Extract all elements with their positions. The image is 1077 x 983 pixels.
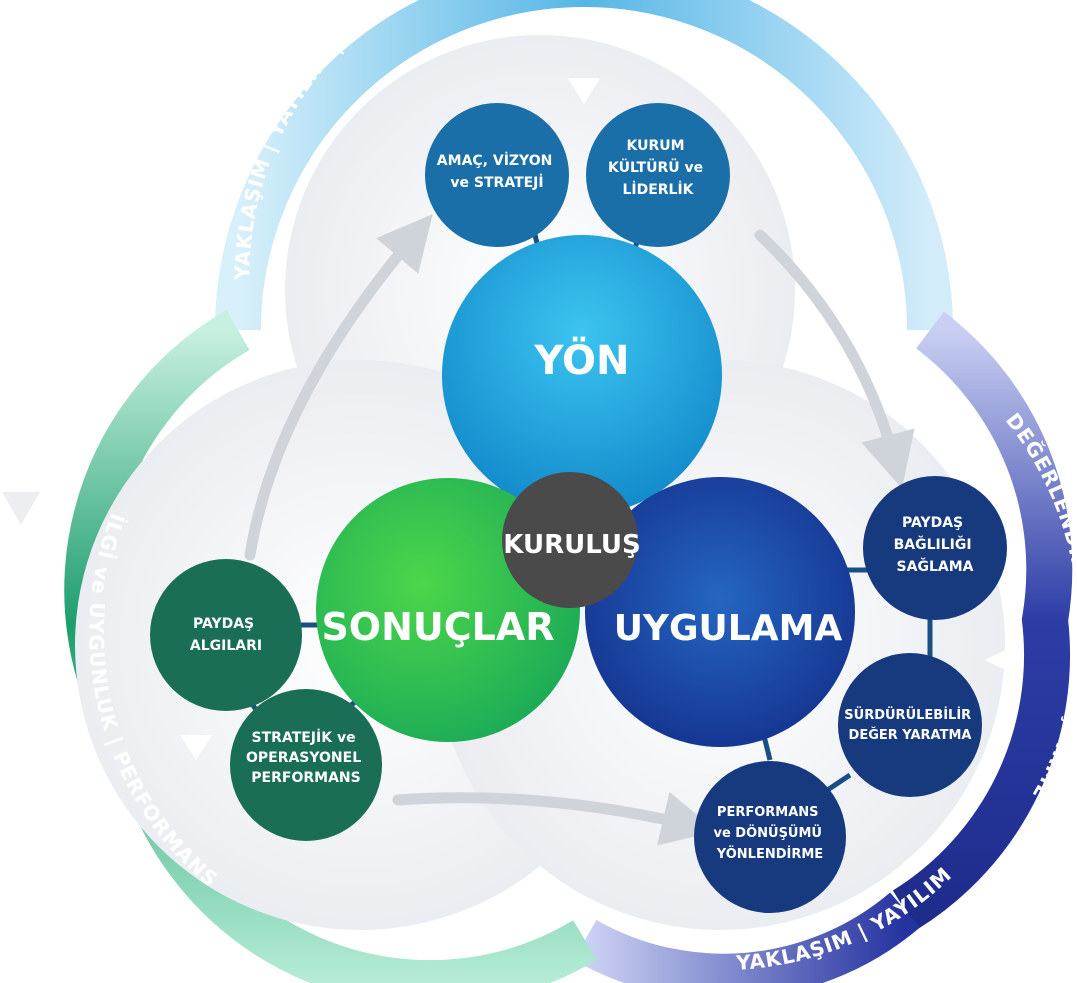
- node-kurum-line-3: LİDERLİK: [622, 181, 694, 198]
- arrow-left-up: [244, 214, 433, 561]
- node-kurum: [586, 103, 730, 247]
- node-stratejik-line-1: STRATEJİK ve: [252, 729, 356, 746]
- node-paydas-algilari-line-2: ALGILARI: [190, 638, 262, 654]
- main-circles: [316, 235, 855, 747]
- node-paydas-bagliligi-line-3: SAĞLAMA: [897, 557, 974, 575]
- triangle-marker-right: [985, 645, 1015, 675]
- node-surdurulebilir-line-2: DEĞER YARATMA: [849, 727, 972, 743]
- uygulama-nodes: [694, 476, 1007, 913]
- arrow-right-down: [754, 229, 915, 489]
- node-paydas-bagliligi: [863, 476, 1007, 620]
- yon-circle: [442, 235, 722, 515]
- sonuclar-label: SONUÇLAR: [321, 605, 554, 649]
- node-stratejik-label: STRATEJİK ve OPERASYONEL PERFORMANS: [246, 729, 366, 786]
- node-performans-donusum: [694, 761, 846, 913]
- node-surdurulebilir: [838, 653, 982, 797]
- cycle-arrows: [244, 214, 915, 846]
- triangle-marker-left: [180, 735, 212, 760]
- node-amac: [425, 103, 569, 247]
- node-labels: AMAÇ, VİZYON ve STRATEJİ KURUM KÜLTÜRÜ v…: [190, 138, 977, 862]
- node-stratejik-line-3: PERFORMANS: [251, 770, 360, 786]
- uygulama-label: UYGULAMA: [614, 608, 843, 649]
- yon-label: YÖN: [533, 336, 629, 384]
- node-paydas-algilari-line-1: PAYDAŞ: [193, 616, 254, 632]
- node-performans-donusum-line-2: ve DÖNÜŞÜMÜ: [713, 825, 822, 841]
- uygulama-circle: [585, 477, 855, 747]
- node-kurum-label: KURUM KÜLTÜRÜ ve LİDERLİK: [608, 138, 708, 198]
- arrow-bottom: [392, 791, 717, 846]
- node-stratejik-line-2: OPERASYONEL: [246, 750, 361, 766]
- node-kurum-line-1: KURUM: [627, 138, 685, 154]
- node-surdurulebilir-line-1: SÜRDÜRÜLEBİLİR: [844, 707, 971, 723]
- node-surdurulebilir-label: SÜRDÜRÜLEBİLİR DEĞER YARATMA: [844, 707, 975, 743]
- center-label: KURULUŞ: [503, 530, 640, 560]
- node-paydas-bagliligi-line-1: PAYDAŞ: [902, 515, 963, 531]
- yon-nodes: [425, 103, 730, 247]
- node-paydas-algilari-label: PAYDAŞ ALGILARI: [190, 616, 262, 654]
- ring-band-right: [892, 311, 1073, 930]
- ring-band-bottom-right: [573, 892, 920, 983]
- node-kurum-line-2: KÜLTÜRÜ ve: [608, 158, 703, 176]
- node-paydas-bagliligi-line-2: BAĞLILIĞI: [894, 535, 972, 553]
- node-performans-donusum-line-1: PERFORMANS: [717, 805, 819, 820]
- node-paydas-algilari: [150, 559, 302, 711]
- center-circle: [502, 472, 638, 608]
- triangle-marker-outside: [2, 492, 40, 525]
- node-stratejik: [230, 689, 382, 841]
- sonuclar-nodes: [150, 559, 382, 841]
- node-performans-donusum-line-3: YÖNLENDİRME: [716, 846, 823, 862]
- node-paydas-bagliligi-label: PAYDAŞ BAĞLILIĞI SAĞLAMA: [894, 515, 977, 575]
- ring-band-top: [215, 0, 953, 331]
- node-amac-label: AMAÇ, VİZYON ve STRATEJİ: [437, 152, 557, 191]
- node-performans-donusum-label: PERFORMANS ve DÖNÜŞÜMÜ YÖNLENDİRME: [713, 805, 826, 862]
- triangle-marker-top: [568, 78, 600, 104]
- node-amac-line-1: AMAÇ, VİZYON: [437, 152, 553, 169]
- node-amac-line-2: ve STRATEJİ: [450, 174, 543, 191]
